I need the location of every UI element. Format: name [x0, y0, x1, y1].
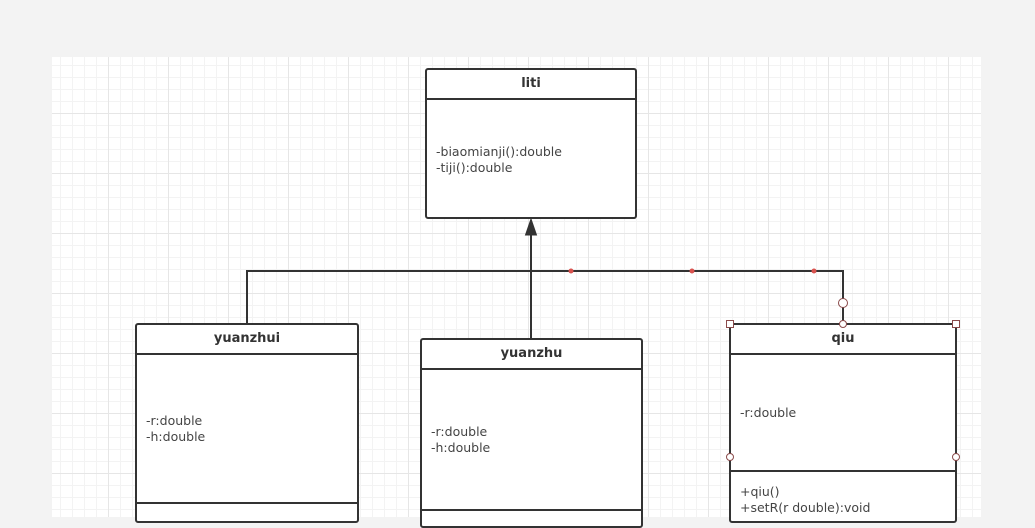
attribute: -r:double	[431, 423, 488, 439]
connection-point-left[interactable]	[726, 453, 734, 461]
connection-point-right[interactable]	[952, 453, 960, 461]
class-attributes: -r:double -h:double	[137, 355, 357, 504]
class-attributes: -r:double -h:double	[422, 370, 641, 511]
operation: -biaomianji():double	[436, 143, 562, 159]
connection-point-top[interactable]	[839, 320, 847, 328]
class-operations	[422, 511, 641, 526]
attribute: -h:double	[146, 428, 206, 444]
class-attributes: -r:double	[731, 355, 955, 472]
operation: +qiu()	[740, 484, 780, 499]
operation: -tiji():double	[436, 159, 513, 175]
class-liti[interactable]: liti -biaomianji():double -tiji():double	[425, 68, 637, 219]
class-yuanzhui[interactable]: yuanzhui -r:double -h:double	[135, 323, 359, 523]
class-operations	[137, 504, 357, 521]
class-name: yuanzhui	[137, 325, 357, 355]
class-operations: -biaomianji():double -tiji():double	[427, 100, 635, 217]
operation: +setR(r double):void	[740, 500, 871, 515]
class-name: qiu	[731, 325, 955, 355]
class-operations: +qiu() +setR(r double):void	[731, 472, 955, 521]
resize-handle-top-right[interactable]	[952, 320, 960, 328]
class-name: yuanzhu	[422, 340, 641, 370]
attribute: -h:double	[431, 439, 491, 455]
attribute: -r:double	[740, 404, 797, 420]
class-name: liti	[427, 70, 635, 100]
class-qiu[interactable]: qiu -r:double +qiu() +setR(r double):voi…	[729, 323, 957, 523]
attribute: -r:double	[146, 412, 203, 428]
class-yuanzhu[interactable]: yuanzhu -r:double -h:double	[420, 338, 643, 528]
resize-handle-top-left[interactable]	[726, 320, 734, 328]
